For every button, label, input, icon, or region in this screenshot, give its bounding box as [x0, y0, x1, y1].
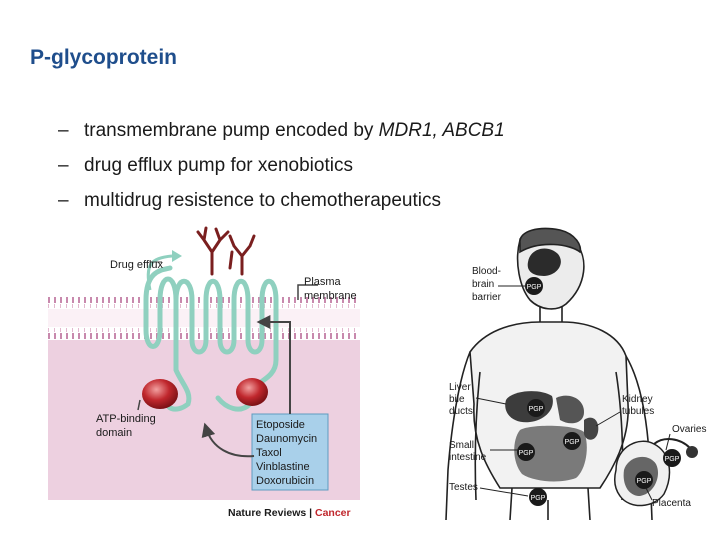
svg-text:PGP: PGP [665, 456, 680, 463]
label-bbb-1: Blood- [472, 266, 501, 277]
label-liver-3: ducts [449, 406, 473, 417]
bullet-text: multidrug resistence to chemotherapeutic… [84, 190, 441, 211]
label-liver-1: Liver [449, 382, 471, 393]
bullet-item: –drug efflux pump for xenobiotics [58, 153, 505, 188]
drug-efflux-arrow [146, 254, 173, 291]
drug-doxorubicin: Doxorubicin [256, 475, 314, 487]
pgp-tag-brain: PGP [525, 277, 543, 295]
bullet-dash: – [58, 190, 69, 211]
drug-membrane-arrow [256, 315, 291, 414]
drug-etoposide: Etoposide [256, 419, 305, 431]
svg-text:PGP: PGP [527, 284, 542, 291]
bullet-dash: – [58, 120, 69, 141]
label-small-intestine-2: intestine [449, 452, 487, 463]
bullet-item: –transmembrane pump encoded by MDR1, ABC… [58, 118, 505, 153]
label-small-intestine-1: Small [449, 440, 474, 451]
label-liver-2: bile [449, 394, 465, 405]
svg-text:PGP: PGP [529, 406, 544, 413]
pgp-tag-testes: PGP [529, 488, 547, 506]
atp-binding-domain-right [236, 378, 268, 406]
pgp-tag-ovaries: PGP [663, 449, 681, 467]
pgp-tag-liver: PGP [527, 399, 545, 417]
slide-title: P-glycoprotein [30, 46, 178, 69]
label-drug-efflux: Drug efflux [110, 259, 163, 271]
bullet-dash: – [58, 155, 69, 176]
atp-domain-pointer [137, 399, 141, 411]
drug-efflux-arrowhead [172, 250, 182, 262]
label-bbb-2: brain [472, 279, 494, 290]
organ-pointers [475, 285, 671, 501]
drug-daunomycin: Daunomycin [256, 433, 317, 445]
label-kidney-1: Kidney [622, 394, 653, 405]
drug-vinblastine: Vinblastine [256, 461, 310, 473]
pgp-tag-placenta: PGP [635, 471, 653, 489]
brain-organ [527, 248, 561, 276]
label-atp-binding-2: domain [96, 427, 132, 439]
atp-binding-domain-left [142, 379, 178, 409]
label-placenta: Placenta [652, 498, 691, 509]
bullet-list: –transmembrane pump encoded by MDR1, ABC… [58, 118, 505, 223]
label-bbb-3: barrier [472, 292, 502, 303]
label-atp-binding-1: ATP-binding [96, 413, 156, 425]
svg-text:PGP: PGP [637, 478, 652, 485]
svg-text:PGP: PGP [565, 439, 580, 446]
label-ovaries: Ovaries [672, 424, 706, 435]
bullet-text: transmembrane pump encoded by [84, 120, 379, 141]
plasma-membrane-pointer [297, 284, 318, 300]
bullet-gene-names: MDR1, ABCB1 [378, 120, 505, 141]
label-plasma-membrane-1: Plasma [304, 276, 342, 288]
bullet-text: drug efflux pump for xenobiotics [84, 155, 353, 176]
kidney-organ [584, 417, 599, 440]
drug-list-box [251, 413, 329, 491]
label-plasma-membrane-2: membrane [304, 290, 357, 302]
drug-entry-arrow [201, 422, 255, 458]
svg-text:PGP: PGP [519, 450, 534, 457]
pgp-tag-intestine: PGP [517, 443, 535, 461]
label-kidney-2: tubules [622, 406, 654, 417]
pgp-tag-kidney: PGP [563, 432, 581, 450]
label-testes: Testes [449, 482, 478, 493]
bullet-item: –multidrug resistence to chemotherapeuti… [58, 188, 505, 223]
glycan-chains [196, 226, 256, 276]
stomach-organ [556, 395, 584, 424]
figure-credit: Nature Reviews | Cancer [228, 507, 351, 519]
svg-text:PGP: PGP [531, 495, 546, 502]
uterus-inset [614, 438, 698, 507]
drug-taxol: Taxol [256, 447, 282, 459]
